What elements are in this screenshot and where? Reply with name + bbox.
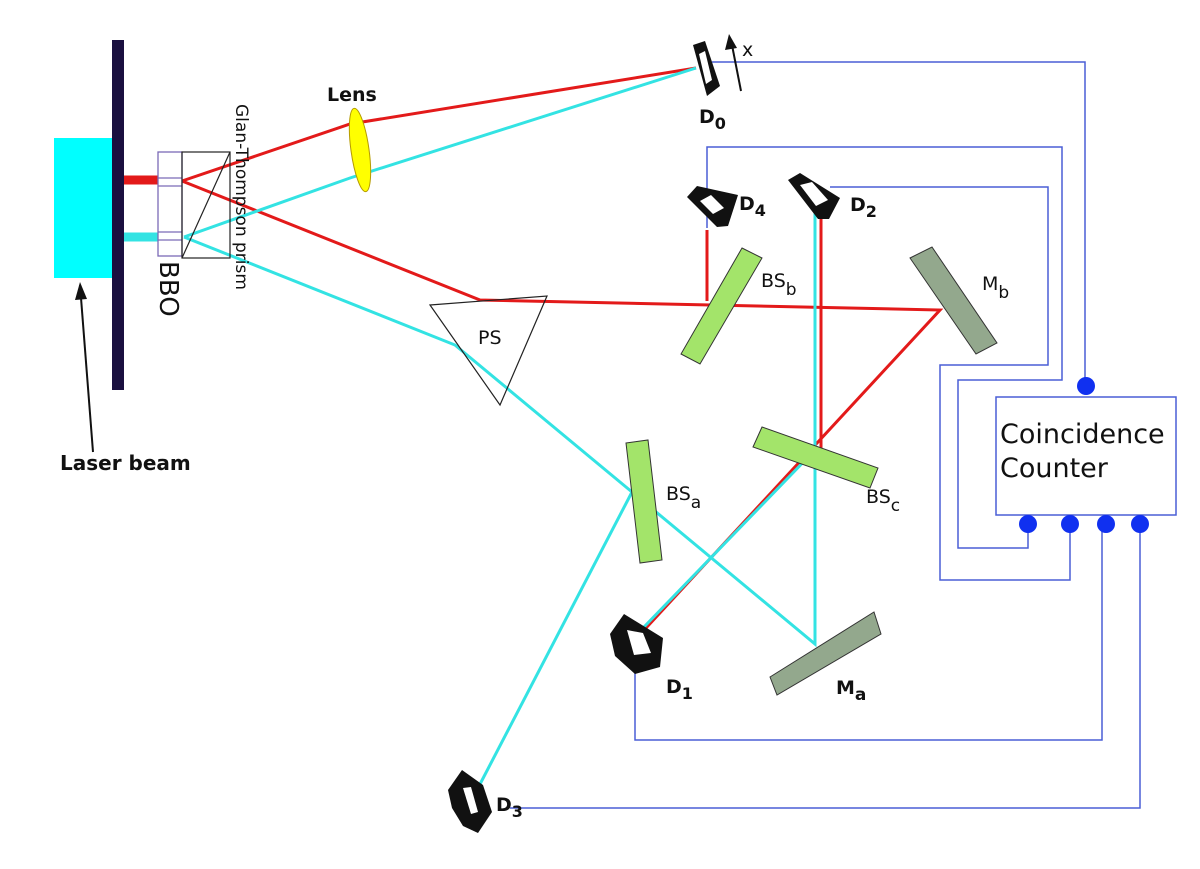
counter-terminals — [1019, 377, 1149, 533]
lens — [348, 107, 372, 193]
detector-d2 — [788, 173, 840, 219]
counter-label-line2: Counter — [1000, 453, 1109, 484]
bsc-label: BSc — [866, 486, 900, 516]
laser-arrow — [79, 284, 94, 453]
terminal-d0 — [1077, 377, 1095, 395]
laser-beam-label: Laser beam — [60, 451, 191, 475]
terminal-d3 — [1131, 515, 1149, 533]
detector-d3 — [448, 770, 492, 833]
ma-label: Ma — [836, 677, 866, 705]
glan-thompson-prism — [181, 151, 231, 259]
coincidence-counter: Coincidence Counter — [995, 396, 1177, 516]
wire-d1 — [634, 527, 1103, 741]
detector-d4 — [687, 186, 738, 227]
bbo-label: BBO — [153, 261, 183, 317]
bsb-label: BSb — [761, 270, 797, 300]
bbo-crystal — [157, 151, 183, 257]
d0-translation-arrow-head — [725, 34, 737, 50]
wire-d4 — [706, 146, 1063, 549]
wiring — [510, 61, 1141, 809]
detector-d1 — [610, 614, 663, 674]
mirror-b — [909, 246, 998, 355]
laser-arrow-head — [75, 282, 87, 300]
bsa-label: BSa — [666, 483, 701, 513]
detector-d0 — [693, 41, 720, 96]
prism-label: Glan-Thompson prism — [231, 104, 251, 290]
d1-label: D1 — [666, 676, 693, 703]
d4-label: D4 — [739, 193, 766, 220]
d2-label: D2 — [850, 194, 877, 221]
terminal-d4 — [1019, 515, 1037, 533]
wire-d3 — [510, 527, 1141, 809]
wire-d0 — [712, 61, 1086, 380]
wire-d2 — [830, 186, 1071, 581]
d0-label: D0 — [699, 106, 726, 133]
prism-ps — [428, 295, 548, 407]
mounting-rail — [112, 40, 124, 390]
counter-label-line1: Coincidence — [1000, 419, 1165, 450]
laser-block — [54, 138, 114, 278]
beam-splitter-a — [625, 439, 663, 564]
mb-label: Mb — [982, 273, 1009, 303]
x-axis-label: x — [742, 39, 753, 61]
mirror-a — [769, 611, 882, 696]
terminal-d2 — [1061, 515, 1079, 533]
ps-label: PS — [478, 327, 502, 349]
beam-splitter-c — [752, 426, 879, 489]
d3-label: D3 — [496, 794, 523, 821]
lens-label: Lens — [327, 84, 377, 106]
beam-splitter-b — [680, 247, 763, 365]
terminal-d1 — [1097, 515, 1115, 533]
